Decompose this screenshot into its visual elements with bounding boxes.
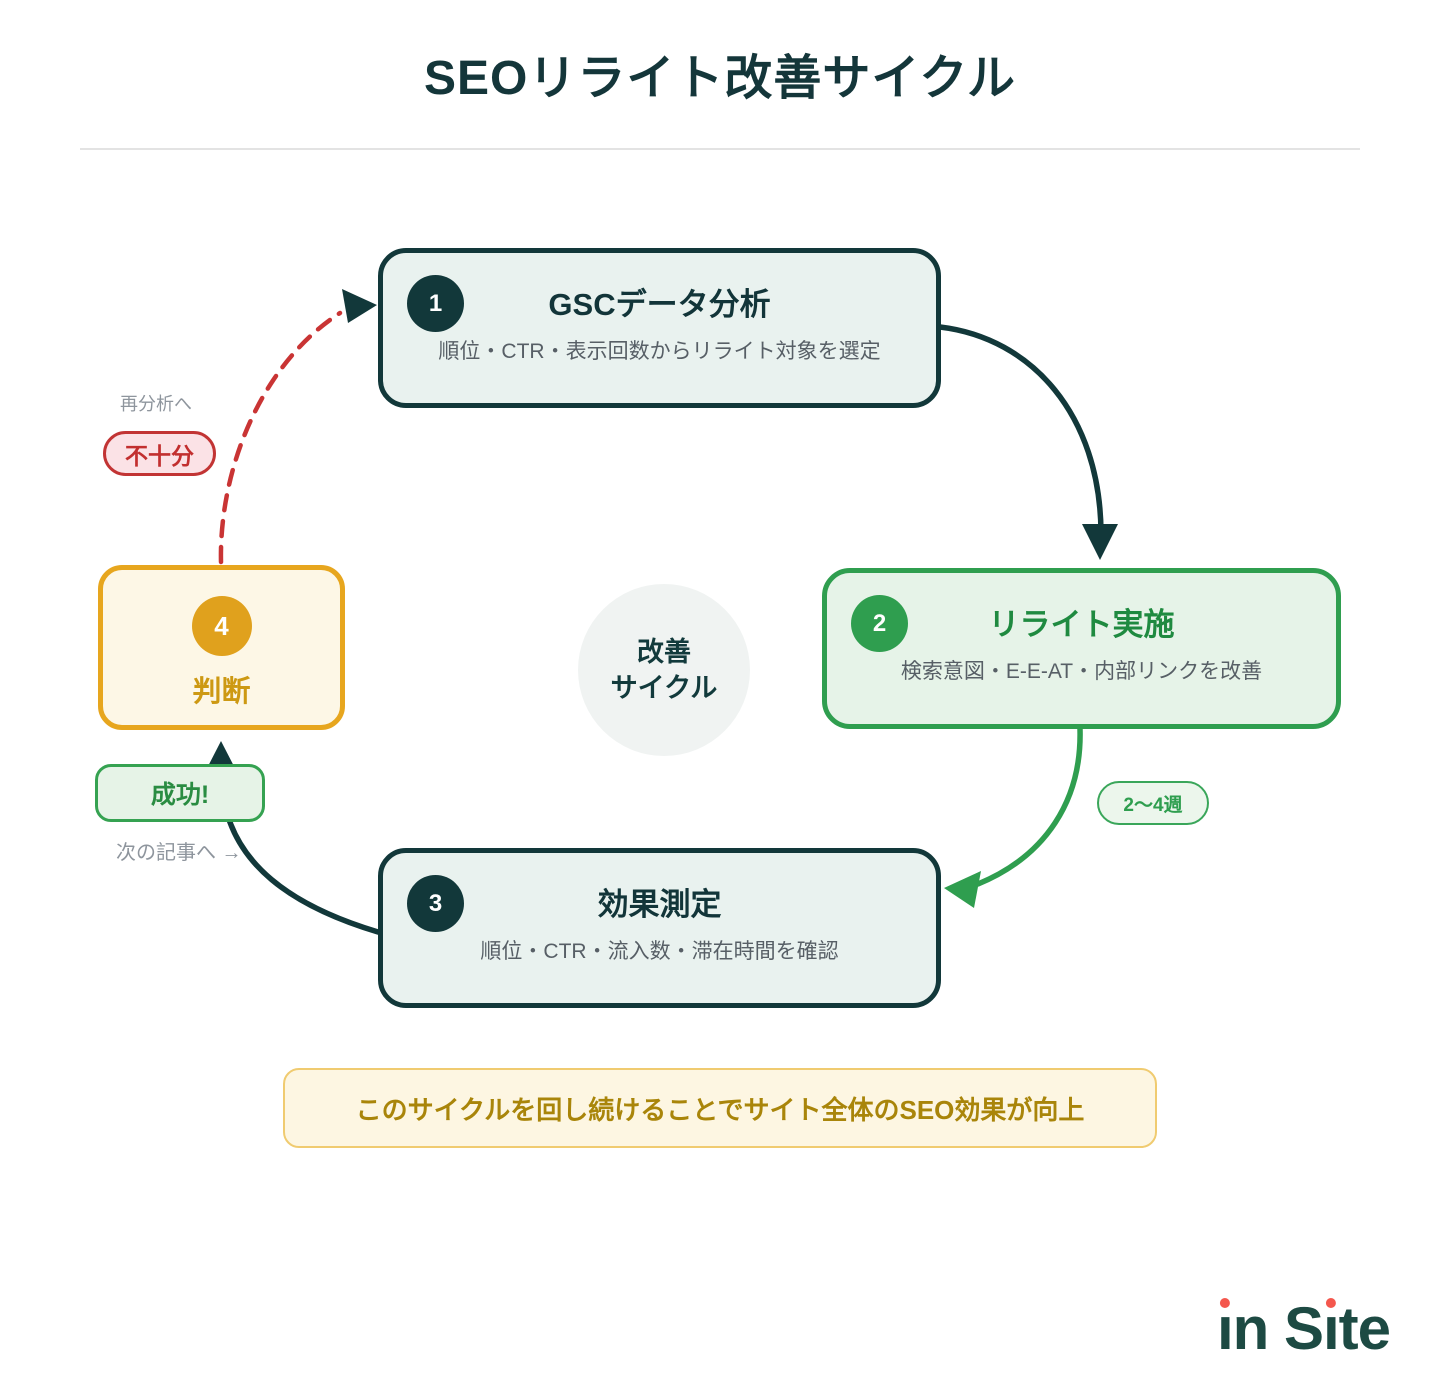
step3-title: 効果測定 — [597, 887, 722, 922]
step4-box: 4 判断 — [98, 565, 345, 730]
cycle-center-line2: サイクル — [610, 673, 718, 703]
step2-title: リライト実施 — [988, 607, 1175, 642]
reanalyze-label: 再分析へ — [120, 394, 192, 414]
duration-pill: 2〜4週 — [1097, 781, 1209, 825]
title-divider — [80, 148, 1360, 150]
step4-title: 判断 — [192, 676, 251, 708]
arrow-step1-to-step2 — [937, 324, 1104, 535]
summary-note-text: このサイクルを回し続けることでサイト全体のSEO効果が向上 — [355, 1094, 1085, 1125]
page-title: SEOリライト改善サイクル — [424, 52, 1016, 105]
summary-note: このサイクルを回し続けることでサイト全体のSEO効果が向上 — [283, 1068, 1157, 1148]
arrowhead-step2 — [1082, 524, 1118, 560]
cycle-center-line1: 改善 — [637, 636, 691, 667]
step2-number-badge: 2 — [851, 595, 908, 652]
insufficient-pill: 不十分 — [103, 431, 216, 476]
arrowhead-step3 — [944, 871, 981, 908]
step3-number-badge: 3 — [407, 875, 464, 932]
step3-subtitle: 順位・CTR・流入数・滞在時間を確認 — [480, 940, 839, 963]
success-pill: 成功! — [95, 764, 265, 822]
step3-box: 3 効果測定 順位・CTR・流入数・滞在時間を確認 — [378, 848, 941, 1008]
arrow-step2-to-step3 — [975, 726, 1083, 887]
step1-title: GSCデータ分析 — [548, 287, 771, 322]
step1-box: 1 GSCデータ分析 順位・CTR・表示回数からリライト対象を選定 — [378, 248, 941, 408]
step4-number-badge: 4 — [191, 596, 252, 656]
arrow-step4-to-step1 — [218, 310, 343, 565]
cycle-center-circle: 改善 サイクル — [578, 584, 750, 756]
step2-box: 2 リライト実施 検索意図・E-E-AT・内部リンクを改善 — [822, 568, 1341, 729]
step1-subtitle: 順位・CTR・表示回数からリライト対象を選定 — [438, 340, 881, 363]
step2-subtitle: 検索意図・E-E-AT・内部リンクを改善 — [900, 660, 1263, 683]
next-article-label: 次の記事へ → — [116, 842, 242, 864]
step1-number-badge: 1 — [407, 275, 464, 332]
arrowhead-step1 — [342, 289, 377, 323]
